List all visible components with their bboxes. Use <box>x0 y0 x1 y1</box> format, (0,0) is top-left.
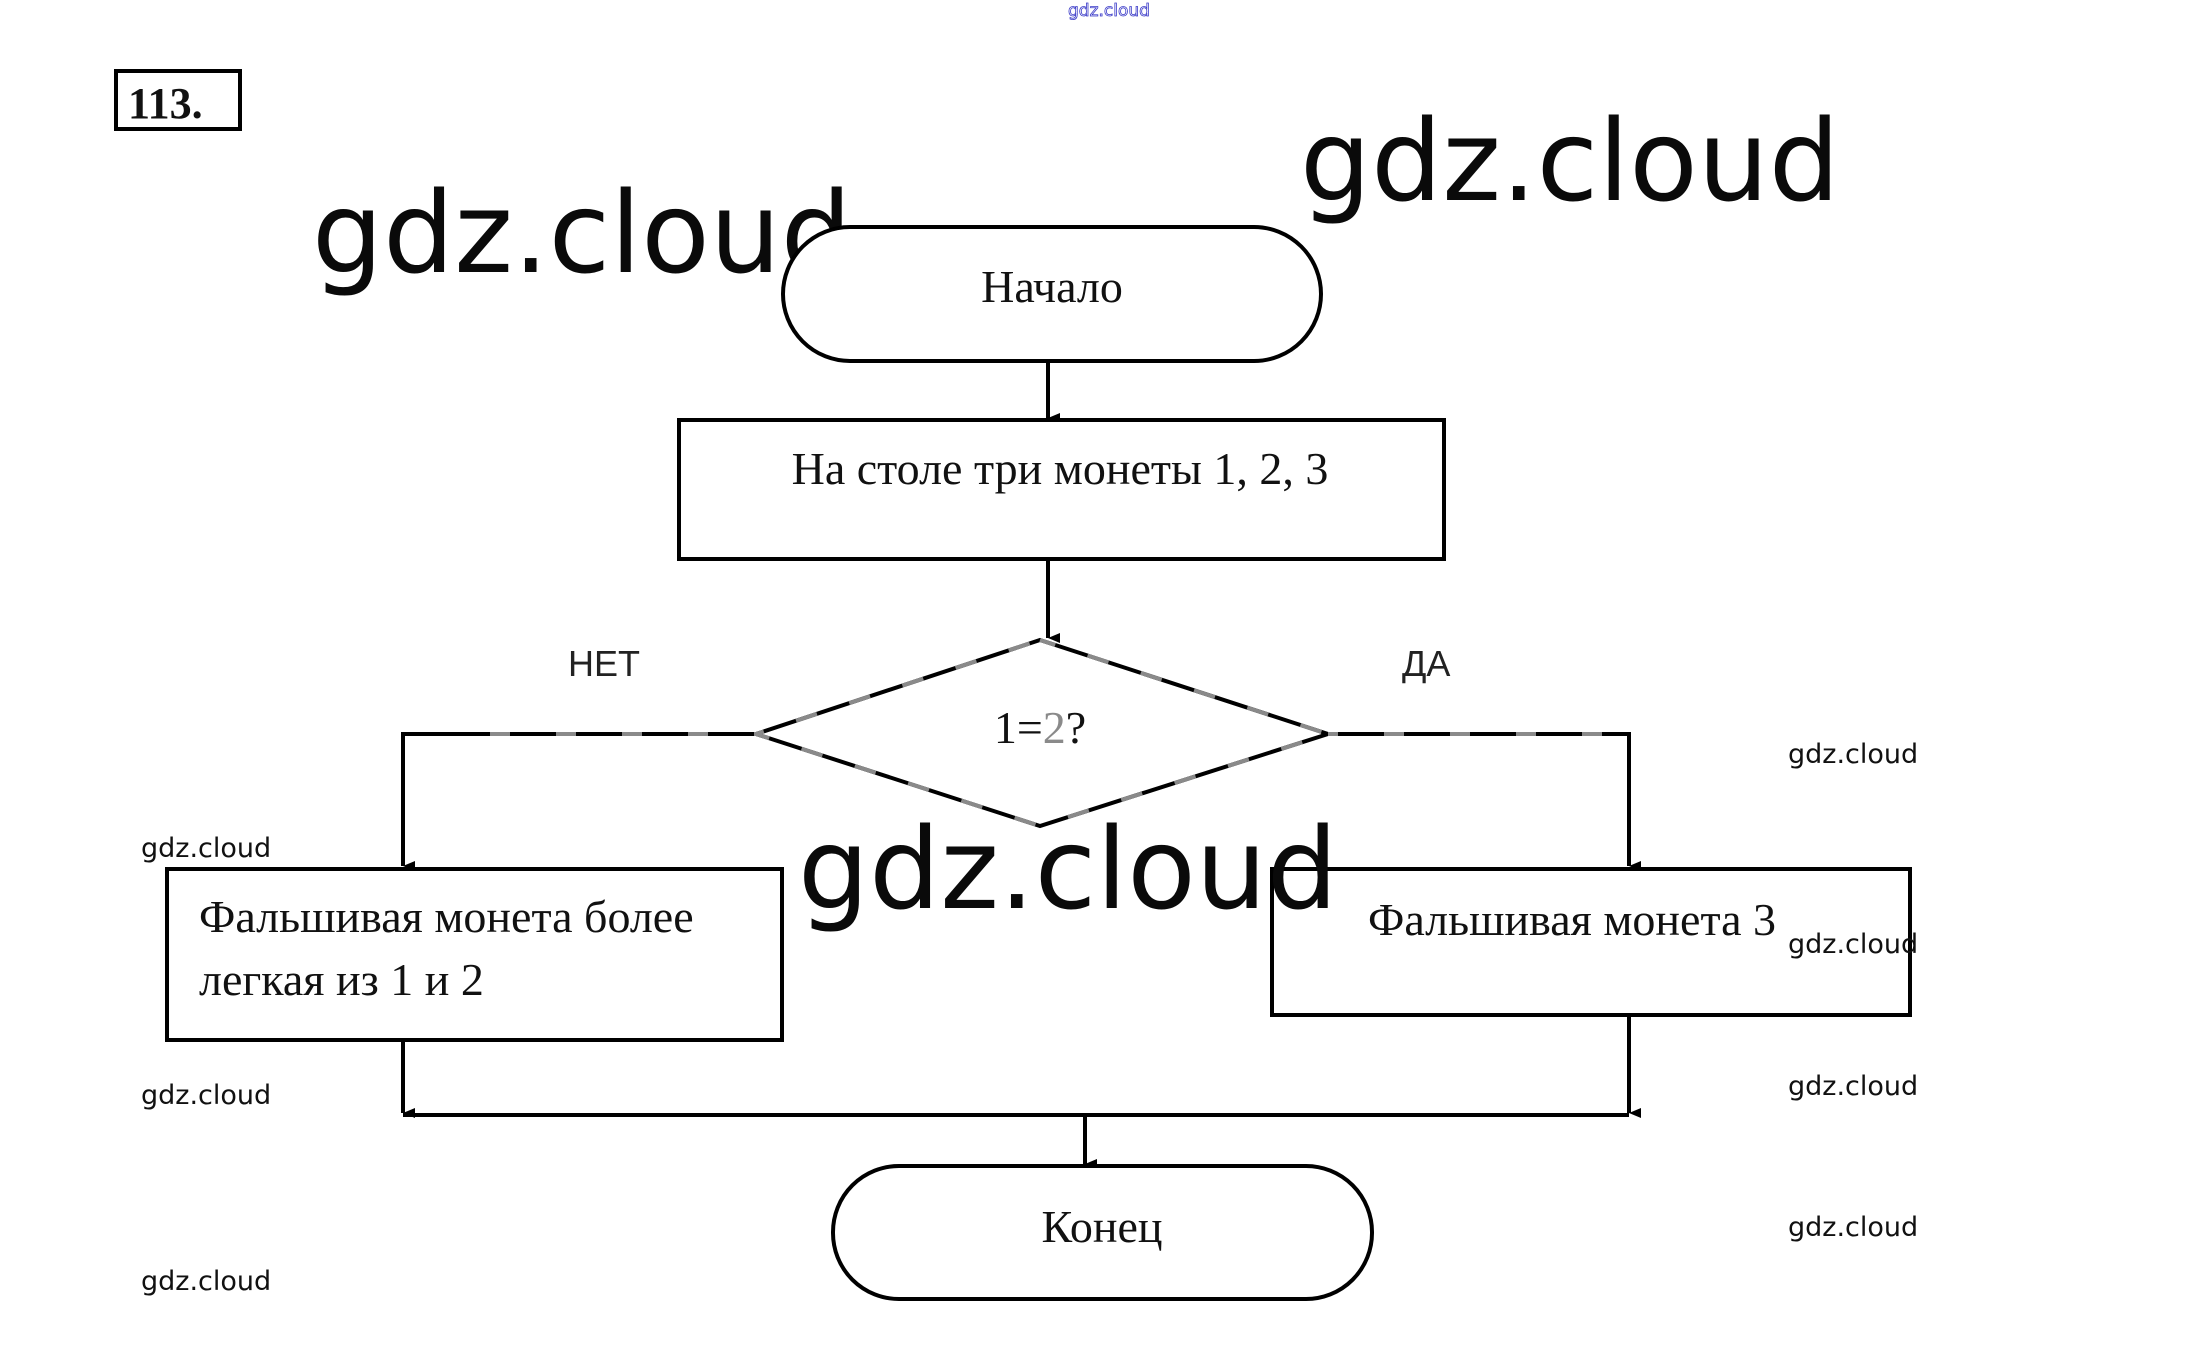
result-yes-label: Фальшивая монета 3 <box>1368 894 1776 945</box>
watermark-large-3: gdz.cloud <box>798 805 1338 935</box>
watermark-small-right-3: gdz.cloud <box>1788 1071 1918 1102</box>
decision-label: 1=2? <box>994 702 1086 753</box>
branch-no-label: НЕТ <box>568 643 640 684</box>
watermark-small-right-4: gdz.cloud <box>1788 1212 1918 1243</box>
process-box: На столе три монеты 1, 2, 3 <box>677 418 1446 561</box>
result-yes-box: Фальшивая монета 3 <box>1270 867 1912 1017</box>
decision-diamond: 1=2? <box>749 637 1335 829</box>
watermark-large-2: gdz.cloud <box>1300 97 1840 227</box>
watermark-small-left-1: gdz.cloud <box>141 833 271 864</box>
connector-yes-branch <box>1328 732 1641 871</box>
watermark-large-1: gdz.cloud <box>312 169 852 299</box>
decision-label-part-2: 2 <box>1043 702 1066 753</box>
decision-label-part-1: 1= <box>994 702 1043 753</box>
end-terminator: Конец <box>831 1164 1374 1301</box>
watermark-small-right-1: gdz.cloud <box>1788 739 1918 770</box>
start-terminator: Начало <box>781 225 1323 363</box>
watermark-top: gdz.cloud <box>1068 1 1150 21</box>
connector-no-branch <box>401 732 756 871</box>
result-no-line-1: Фальшивая монета более <box>199 891 694 942</box>
connector-merge <box>401 1015 1641 1169</box>
watermark-small-left-2: gdz.cloud <box>141 1080 271 1111</box>
problem-number: 113. <box>128 79 203 128</box>
problem-number-box: 113. <box>114 69 242 131</box>
decision-label-part-3: ? <box>1066 702 1086 753</box>
result-no-box: Фальшивая монета более легкая из 1 и 2 <box>165 867 784 1042</box>
result-no-line-2: легкая из 1 и 2 <box>199 954 484 1005</box>
process-label: На столе три монеты 1, 2, 3 <box>792 443 1329 494</box>
end-label: Конец <box>1041 1201 1162 1252</box>
watermark-small-right-2: gdz.cloud <box>1788 929 1918 960</box>
start-label: Начало <box>981 261 1123 312</box>
branch-yes-label: ДА <box>1402 643 1450 684</box>
watermark-small-left-3: gdz.cloud <box>141 1266 271 1297</box>
